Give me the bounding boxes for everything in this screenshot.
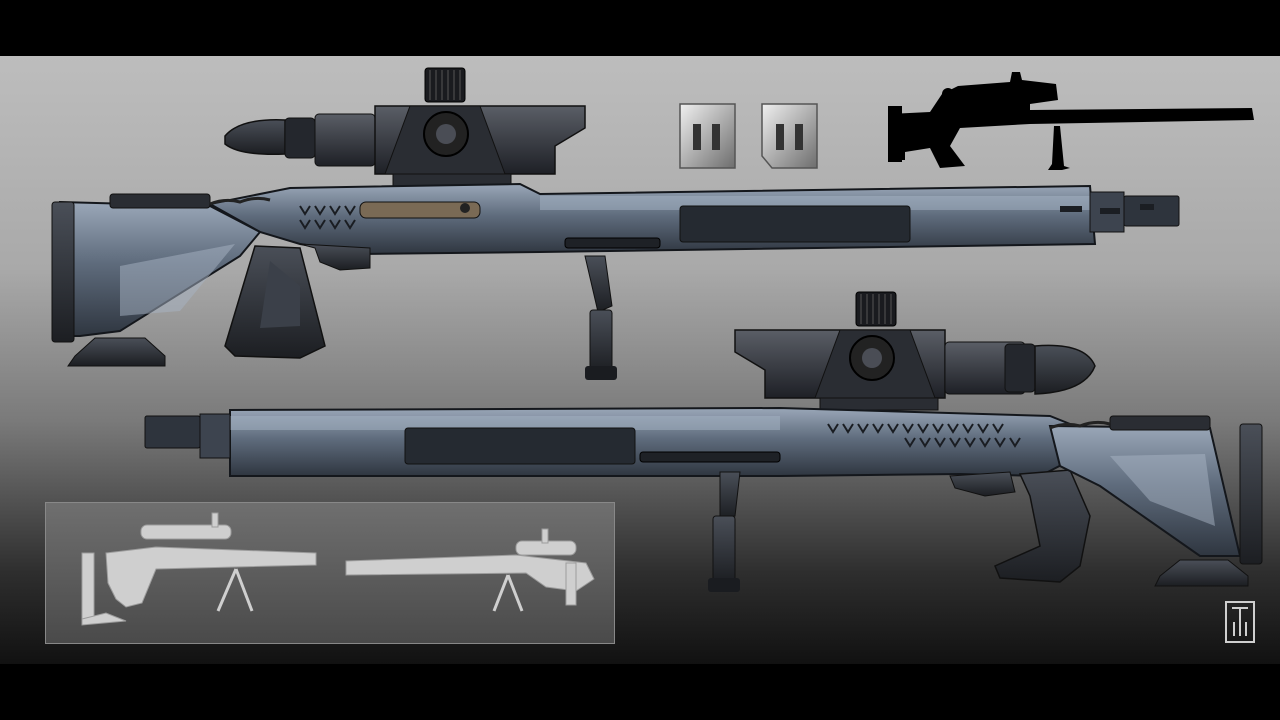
monogram-signature — [1225, 601, 1255, 643]
render-rifle-left — [81, 512, 317, 626]
artwork-svg — [51, 67, 1263, 643]
rifle-left-view — [51, 67, 1180, 380]
concept-canvas — [0, 56, 1280, 664]
render-rifle-right — [345, 528, 595, 612]
magazine-side — [761, 103, 818, 169]
scope-top-rifle — [224, 67, 586, 187]
letterbox-bottom — [0, 664, 1280, 720]
scope-bottom-rifle — [734, 291, 1096, 411]
render-inset — [45, 502, 615, 644]
letterbox-top — [0, 0, 1280, 56]
render-inset-svg — [81, 512, 595, 626]
magazine-front — [679, 103, 736, 169]
rifle-right-view — [144, 291, 1263, 592]
rifle-silhouette — [888, 72, 1254, 170]
